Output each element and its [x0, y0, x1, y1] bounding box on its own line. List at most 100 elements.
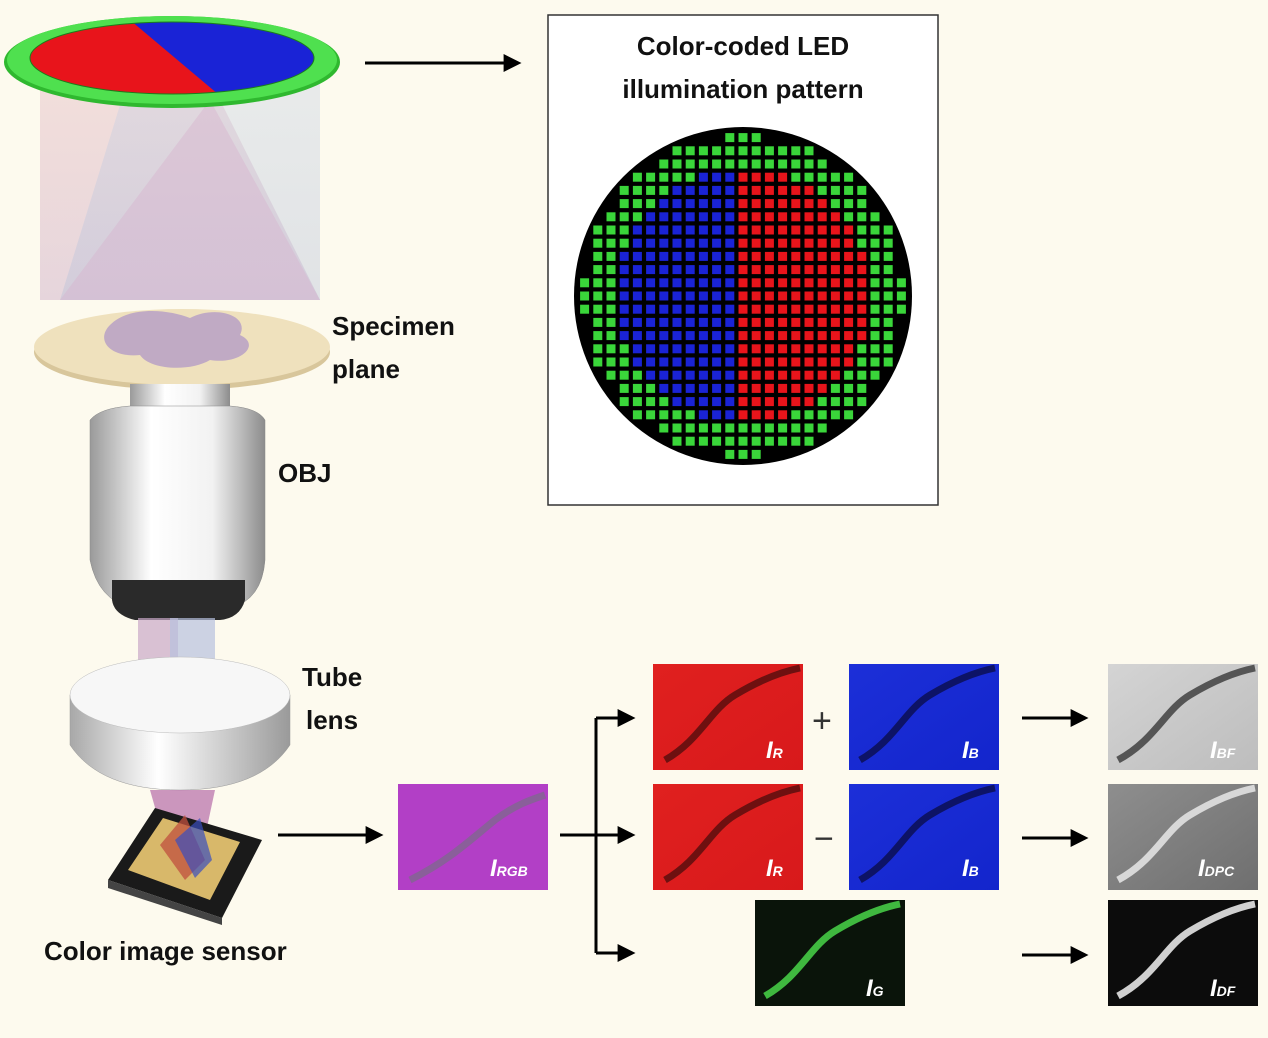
led-cell	[751, 423, 761, 433]
led-cell	[830, 397, 840, 407]
led-cell	[738, 212, 748, 222]
led-cell	[646, 212, 656, 222]
led-cell	[725, 265, 735, 275]
svg-text:IBF: IBF	[1210, 737, 1236, 764]
led-cell	[844, 278, 854, 288]
led-cell	[804, 304, 814, 314]
led-cell	[804, 172, 814, 182]
led-cell	[580, 278, 590, 288]
led-cell	[870, 357, 880, 367]
led-cell	[804, 225, 814, 235]
image-blue-1: IB	[849, 664, 999, 770]
led-cell	[764, 370, 774, 380]
led-array-3d	[4, 16, 340, 108]
led-cell	[659, 317, 669, 327]
led-cell	[738, 357, 748, 367]
led-cell	[764, 251, 774, 261]
led-cell	[698, 344, 708, 354]
led-cell	[830, 278, 840, 288]
led-cell	[725, 291, 735, 301]
led-cell	[817, 357, 827, 367]
led-cell	[804, 344, 814, 354]
led-cell	[830, 185, 840, 195]
led-cell	[632, 199, 642, 209]
led-cell	[778, 199, 788, 209]
led-cell	[606, 370, 616, 380]
led-cell	[672, 291, 682, 301]
led-cell	[712, 172, 722, 182]
led-cell	[712, 146, 722, 156]
led-cell	[619, 344, 629, 354]
led-cell	[857, 238, 867, 248]
led-cell	[844, 212, 854, 222]
led-cell	[830, 238, 840, 248]
led-cell	[817, 410, 827, 420]
led-cell	[738, 331, 748, 341]
led-cell	[712, 225, 722, 235]
led-cell	[817, 159, 827, 169]
led-cell	[659, 331, 669, 341]
led-cell	[844, 331, 854, 341]
led-cell	[830, 331, 840, 341]
specimen-label-line1: Specimen	[332, 311, 455, 341]
led-cell	[738, 251, 748, 261]
led-cell	[593, 331, 603, 341]
led-cell	[883, 357, 893, 367]
led-cell	[712, 251, 722, 261]
led-cell	[817, 370, 827, 380]
led-cell	[817, 291, 827, 301]
led-cell	[659, 172, 669, 182]
led-cell	[632, 251, 642, 261]
led-cell	[646, 383, 656, 393]
led-cell	[804, 278, 814, 288]
led-cell	[712, 331, 722, 341]
led-cell	[712, 304, 722, 314]
image-green: IG	[755, 900, 905, 1006]
led-cell	[725, 423, 735, 433]
led-cell	[791, 225, 801, 235]
led-cell	[764, 199, 774, 209]
image-sensor	[108, 808, 262, 925]
led-cell	[698, 317, 708, 327]
led-cell	[883, 238, 893, 248]
led-cell	[712, 265, 722, 275]
led-cell	[764, 331, 774, 341]
led-cell	[685, 410, 695, 420]
led-cell	[804, 146, 814, 156]
led-cell	[764, 383, 774, 393]
led-cell	[685, 265, 695, 275]
led-cell	[817, 278, 827, 288]
led-cell	[685, 225, 695, 235]
led-cell	[830, 383, 840, 393]
led-cell	[778, 423, 788, 433]
led-cell	[830, 212, 840, 222]
led-grid	[580, 133, 906, 459]
led-cell	[857, 278, 867, 288]
led-cell	[751, 172, 761, 182]
led-cell	[672, 225, 682, 235]
svg-text:IRGB: IRGB	[490, 855, 528, 882]
led-cell	[659, 199, 669, 209]
led-cell	[725, 172, 735, 182]
led-cell	[698, 225, 708, 235]
plus-operator: +	[812, 702, 832, 740]
led-cell	[817, 317, 827, 327]
led-cell	[791, 410, 801, 420]
led-cell	[619, 212, 629, 222]
led-cell	[659, 265, 669, 275]
led-cell	[883, 304, 893, 314]
led-cell	[619, 317, 629, 327]
led-cell	[791, 212, 801, 222]
led-cell	[817, 185, 827, 195]
led-cell	[685, 199, 695, 209]
led-cell	[751, 225, 761, 235]
led-cell	[804, 265, 814, 275]
led-cell	[778, 331, 788, 341]
led-cell	[844, 185, 854, 195]
led-cell	[791, 317, 801, 327]
led-cell	[804, 159, 814, 169]
led-cell	[659, 185, 669, 195]
led-cell	[870, 251, 880, 261]
led-cell	[698, 159, 708, 169]
led-cell	[804, 410, 814, 420]
